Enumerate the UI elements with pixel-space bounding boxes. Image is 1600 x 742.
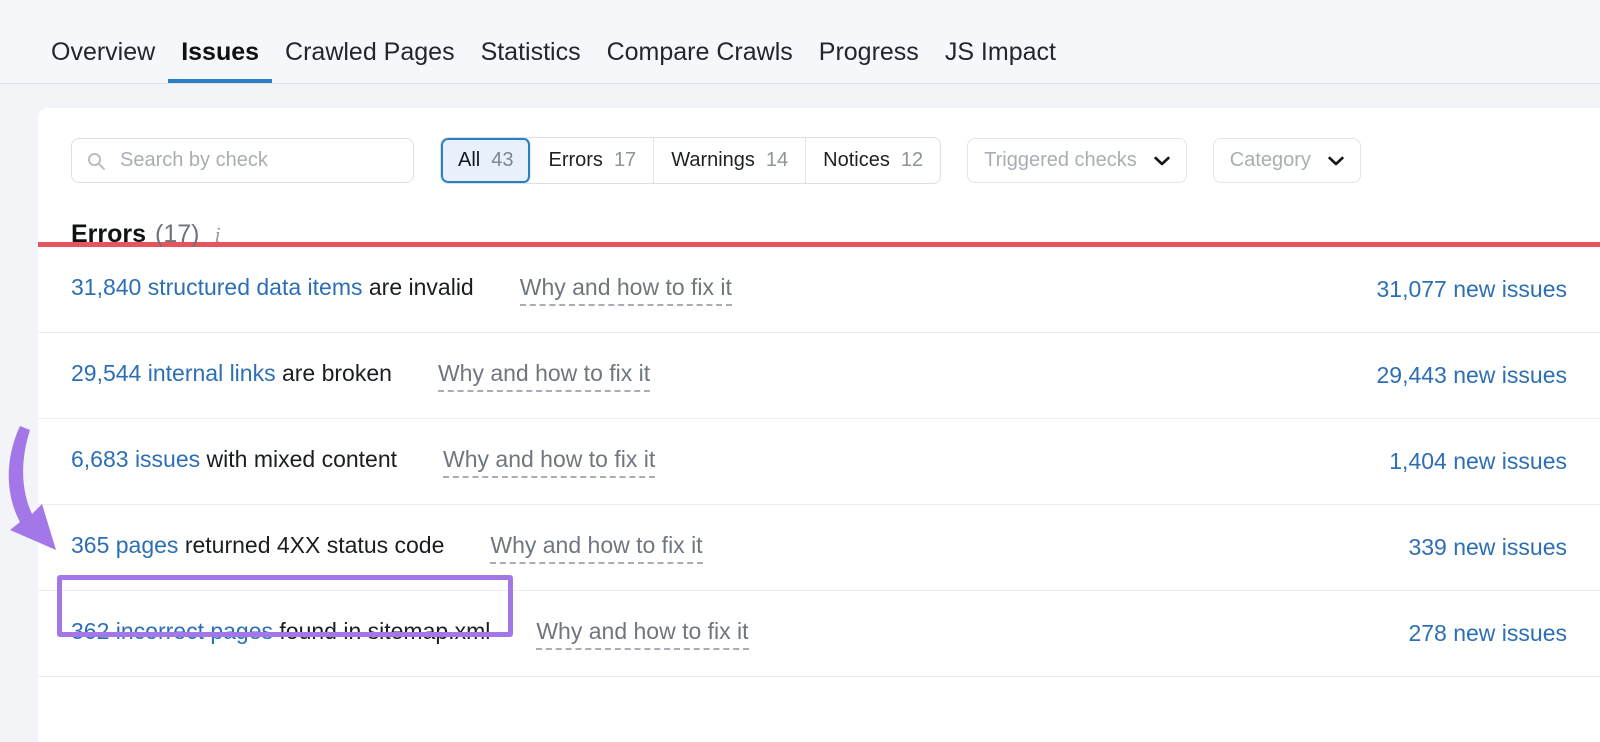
section-count: (17) bbox=[155, 220, 200, 248]
pill-count: 14 bbox=[765, 149, 789, 171]
pill-count: 12 bbox=[900, 149, 924, 171]
row-description: 6,683 issues with mixed content Why and … bbox=[71, 446, 1369, 478]
issues-list: 31,840 structured data items are invalid… bbox=[38, 247, 1600, 677]
filter-pill-warnings[interactable]: Warnings 14 bbox=[654, 138, 807, 183]
issue-rest-text: found in sitemap.xml bbox=[273, 617, 491, 644]
errors-accent-bar bbox=[38, 242, 1600, 247]
row-description: 362 incorrect pages found in sitemap.xml… bbox=[71, 618, 1388, 650]
filter-toolbar: All 43 Errors 17 Warnings 14 Notices 12 … bbox=[38, 108, 1600, 184]
pill-label: Errors bbox=[548, 149, 603, 171]
dropdown-label: Category bbox=[1229, 149, 1311, 171]
top-tab-bar: Overview Issues Crawled Pages Statistics… bbox=[0, 0, 1600, 84]
tab-statistics[interactable]: Statistics bbox=[468, 40, 594, 83]
issue-title: 29,544 internal links are broken bbox=[71, 360, 392, 387]
tab-js-impact[interactable]: JS Impact bbox=[932, 40, 1069, 83]
new-issues-count[interactable]: 1,404 new issues bbox=[1389, 448, 1567, 474]
new-issues-count[interactable]: 29,443 new issues bbox=[1376, 362, 1567, 388]
why-and-how-to-fix-it-link[interactable]: Why and how to fix it bbox=[443, 446, 656, 478]
dropdown-label: Triggered checks bbox=[984, 149, 1137, 171]
why-and-how-to-fix-it-link[interactable]: Why and how to fix it bbox=[437, 360, 651, 392]
issue-title: 6,683 issues with mixed content bbox=[71, 446, 397, 473]
table-row[interactable]: 31,840 structured data items are invalid… bbox=[38, 247, 1600, 333]
pill-count: 17 bbox=[613, 149, 637, 171]
search-input[interactable] bbox=[118, 148, 399, 173]
tab-progress[interactable]: Progress bbox=[806, 40, 932, 83]
new-issues-count[interactable]: 31,077 new issues bbox=[1376, 276, 1567, 302]
filter-pill-all[interactable]: All 43 bbox=[441, 138, 532, 183]
issue-title: 31,840 structured data items are invalid bbox=[71, 274, 474, 301]
chevron-down-icon bbox=[1154, 156, 1170, 165]
issue-rest-text: returned 4XX status code bbox=[178, 531, 445, 558]
issue-link[interactable]: 362 incorrect pages bbox=[71, 617, 274, 644]
issues-card: All 43 Errors 17 Warnings 14 Notices 12 … bbox=[38, 108, 1600, 742]
new-issues-count[interactable]: 339 new issues bbox=[1408, 534, 1567, 560]
tab-label: Issues bbox=[181, 38, 260, 66]
tab-label: Crawled Pages bbox=[285, 38, 455, 66]
issue-rest-text: are invalid bbox=[362, 273, 474, 300]
tab-issues[interactable]: Issues bbox=[168, 40, 272, 83]
errors-section-header: Errors (17) i bbox=[38, 184, 1600, 248]
why-and-how-to-fix-it-link[interactable]: Why and how to fix it bbox=[536, 618, 749, 650]
tab-overview[interactable]: Overview bbox=[38, 40, 168, 83]
search-input-wrapper[interactable] bbox=[71, 138, 414, 183]
issue-link[interactable]: 29,544 internal links bbox=[71, 359, 276, 386]
table-row[interactable]: 362 incorrect pages found in sitemap.xml… bbox=[38, 591, 1600, 677]
tab-label: Statistics bbox=[480, 38, 581, 66]
issue-title: 365 pages returned 4XX status code bbox=[71, 532, 444, 559]
tab-label: JS Impact bbox=[944, 38, 1056, 66]
pill-label: Warnings bbox=[671, 149, 755, 171]
filter-pill-errors[interactable]: Errors 17 bbox=[531, 138, 655, 183]
category-dropdown[interactable]: Category bbox=[1212, 138, 1361, 183]
triggered-checks-dropdown[interactable]: Triggered checks bbox=[967, 138, 1187, 183]
pill-count: 43 bbox=[491, 149, 514, 171]
chevron-down-icon bbox=[1328, 156, 1344, 165]
tab-list: Overview Issues Crawled Pages Statistics… bbox=[38, 40, 1069, 83]
pill-label: All bbox=[458, 149, 481, 171]
issue-title: 362 incorrect pages found in sitemap.xml bbox=[71, 618, 490, 645]
tab-label: Progress bbox=[818, 38, 919, 66]
issue-rest-text: are broken bbox=[275, 359, 392, 386]
tab-compare-crawls[interactable]: Compare Crawls bbox=[594, 40, 806, 83]
table-row[interactable]: 6,683 issues with mixed content Why and … bbox=[38, 419, 1600, 505]
issue-link[interactable]: 6,683 issues bbox=[71, 445, 201, 472]
issue-link[interactable]: 31,840 structured data items bbox=[71, 273, 363, 300]
filter-pill-notices[interactable]: Notices 12 bbox=[806, 138, 940, 183]
info-icon[interactable]: i bbox=[214, 222, 221, 247]
table-row[interactable]: 29,544 internal links are broken Why and… bbox=[38, 333, 1600, 419]
row-description: 29,544 internal links are broken Why and… bbox=[71, 360, 1356, 392]
tab-label: Compare Crawls bbox=[606, 38, 793, 66]
issue-link[interactable]: 365 pages bbox=[71, 531, 179, 558]
issue-rest-text: with mixed content bbox=[200, 445, 398, 472]
search-icon bbox=[87, 152, 105, 170]
table-row-highlighted[interactable]: 365 pages returned 4XX status code Why a… bbox=[38, 505, 1600, 591]
pill-label: Notices bbox=[823, 149, 890, 171]
row-description: 365 pages returned 4XX status code Why a… bbox=[71, 532, 1388, 564]
why-and-how-to-fix-it-link[interactable]: Why and how to fix it bbox=[490, 532, 703, 564]
tab-label: Overview bbox=[51, 38, 156, 66]
new-issues-count[interactable]: 278 new issues bbox=[1408, 620, 1567, 646]
row-description: 31,840 structured data items are invalid… bbox=[71, 274, 1356, 306]
tab-crawled-pages[interactable]: Crawled Pages bbox=[272, 40, 468, 83]
why-and-how-to-fix-it-link[interactable]: Why and how to fix it bbox=[519, 274, 732, 306]
section-title: Errors bbox=[71, 220, 147, 248]
severity-filter-group: All 43 Errors 17 Warnings 14 Notices 12 bbox=[440, 137, 942, 184]
